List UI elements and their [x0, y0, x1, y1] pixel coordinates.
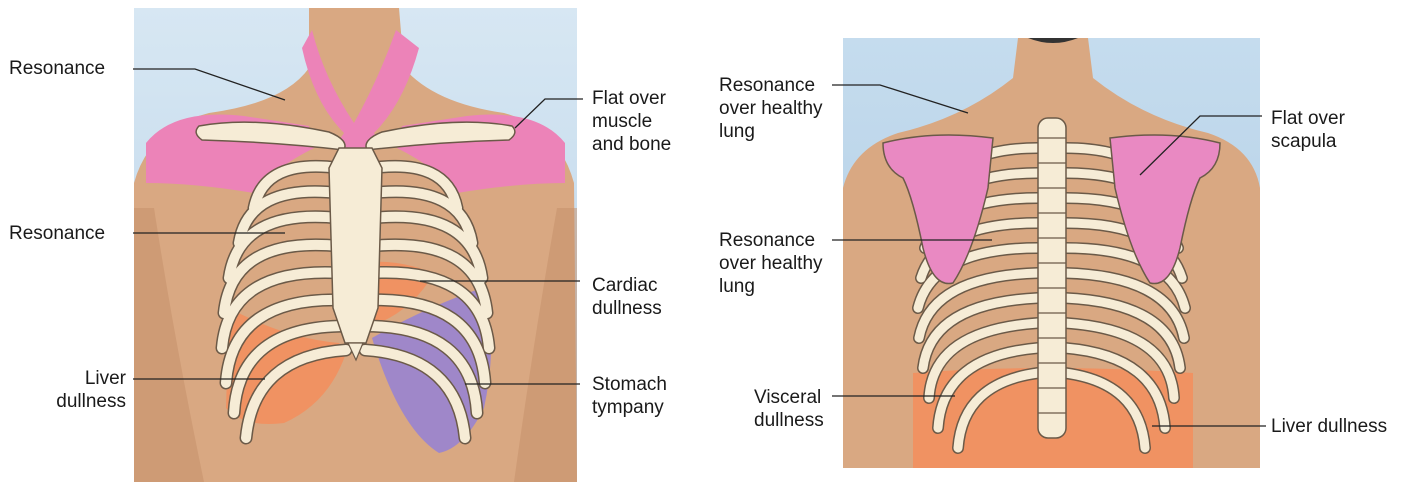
spine: [1038, 118, 1066, 438]
label-front-resonance-mid: Resonance: [9, 222, 105, 245]
label-front-resonance-upper: Resonance: [9, 57, 105, 80]
posterior-chest-illustration: [843, 38, 1260, 468]
sternum: [329, 148, 382, 343]
label-back-liver-dullness: Liver dullness: [1271, 415, 1387, 438]
posterior-chest-drawing: [843, 38, 1260, 468]
label-front-liver-dullness: Liver dullness: [55, 367, 126, 413]
label-front-stomach-tympany: Stomach tympany: [592, 373, 667, 419]
label-front-cardiac-dullness: Cardiac dullness: [592, 274, 662, 320]
label-back-resonance-upper: Resonance over healthy lung: [719, 74, 823, 143]
label-back-visceral-dullness: Visceral dullness: [754, 386, 824, 432]
label-front-flat-muscle-bone: Flat over muscle and bone: [592, 87, 671, 156]
anterior-chest-illustration: [134, 8, 577, 482]
label-back-flat-scapula: Flat over scapula: [1271, 107, 1345, 153]
label-back-resonance-mid: Resonance over healthy lung: [719, 229, 823, 298]
anterior-chest-drawing: [134, 8, 577, 482]
